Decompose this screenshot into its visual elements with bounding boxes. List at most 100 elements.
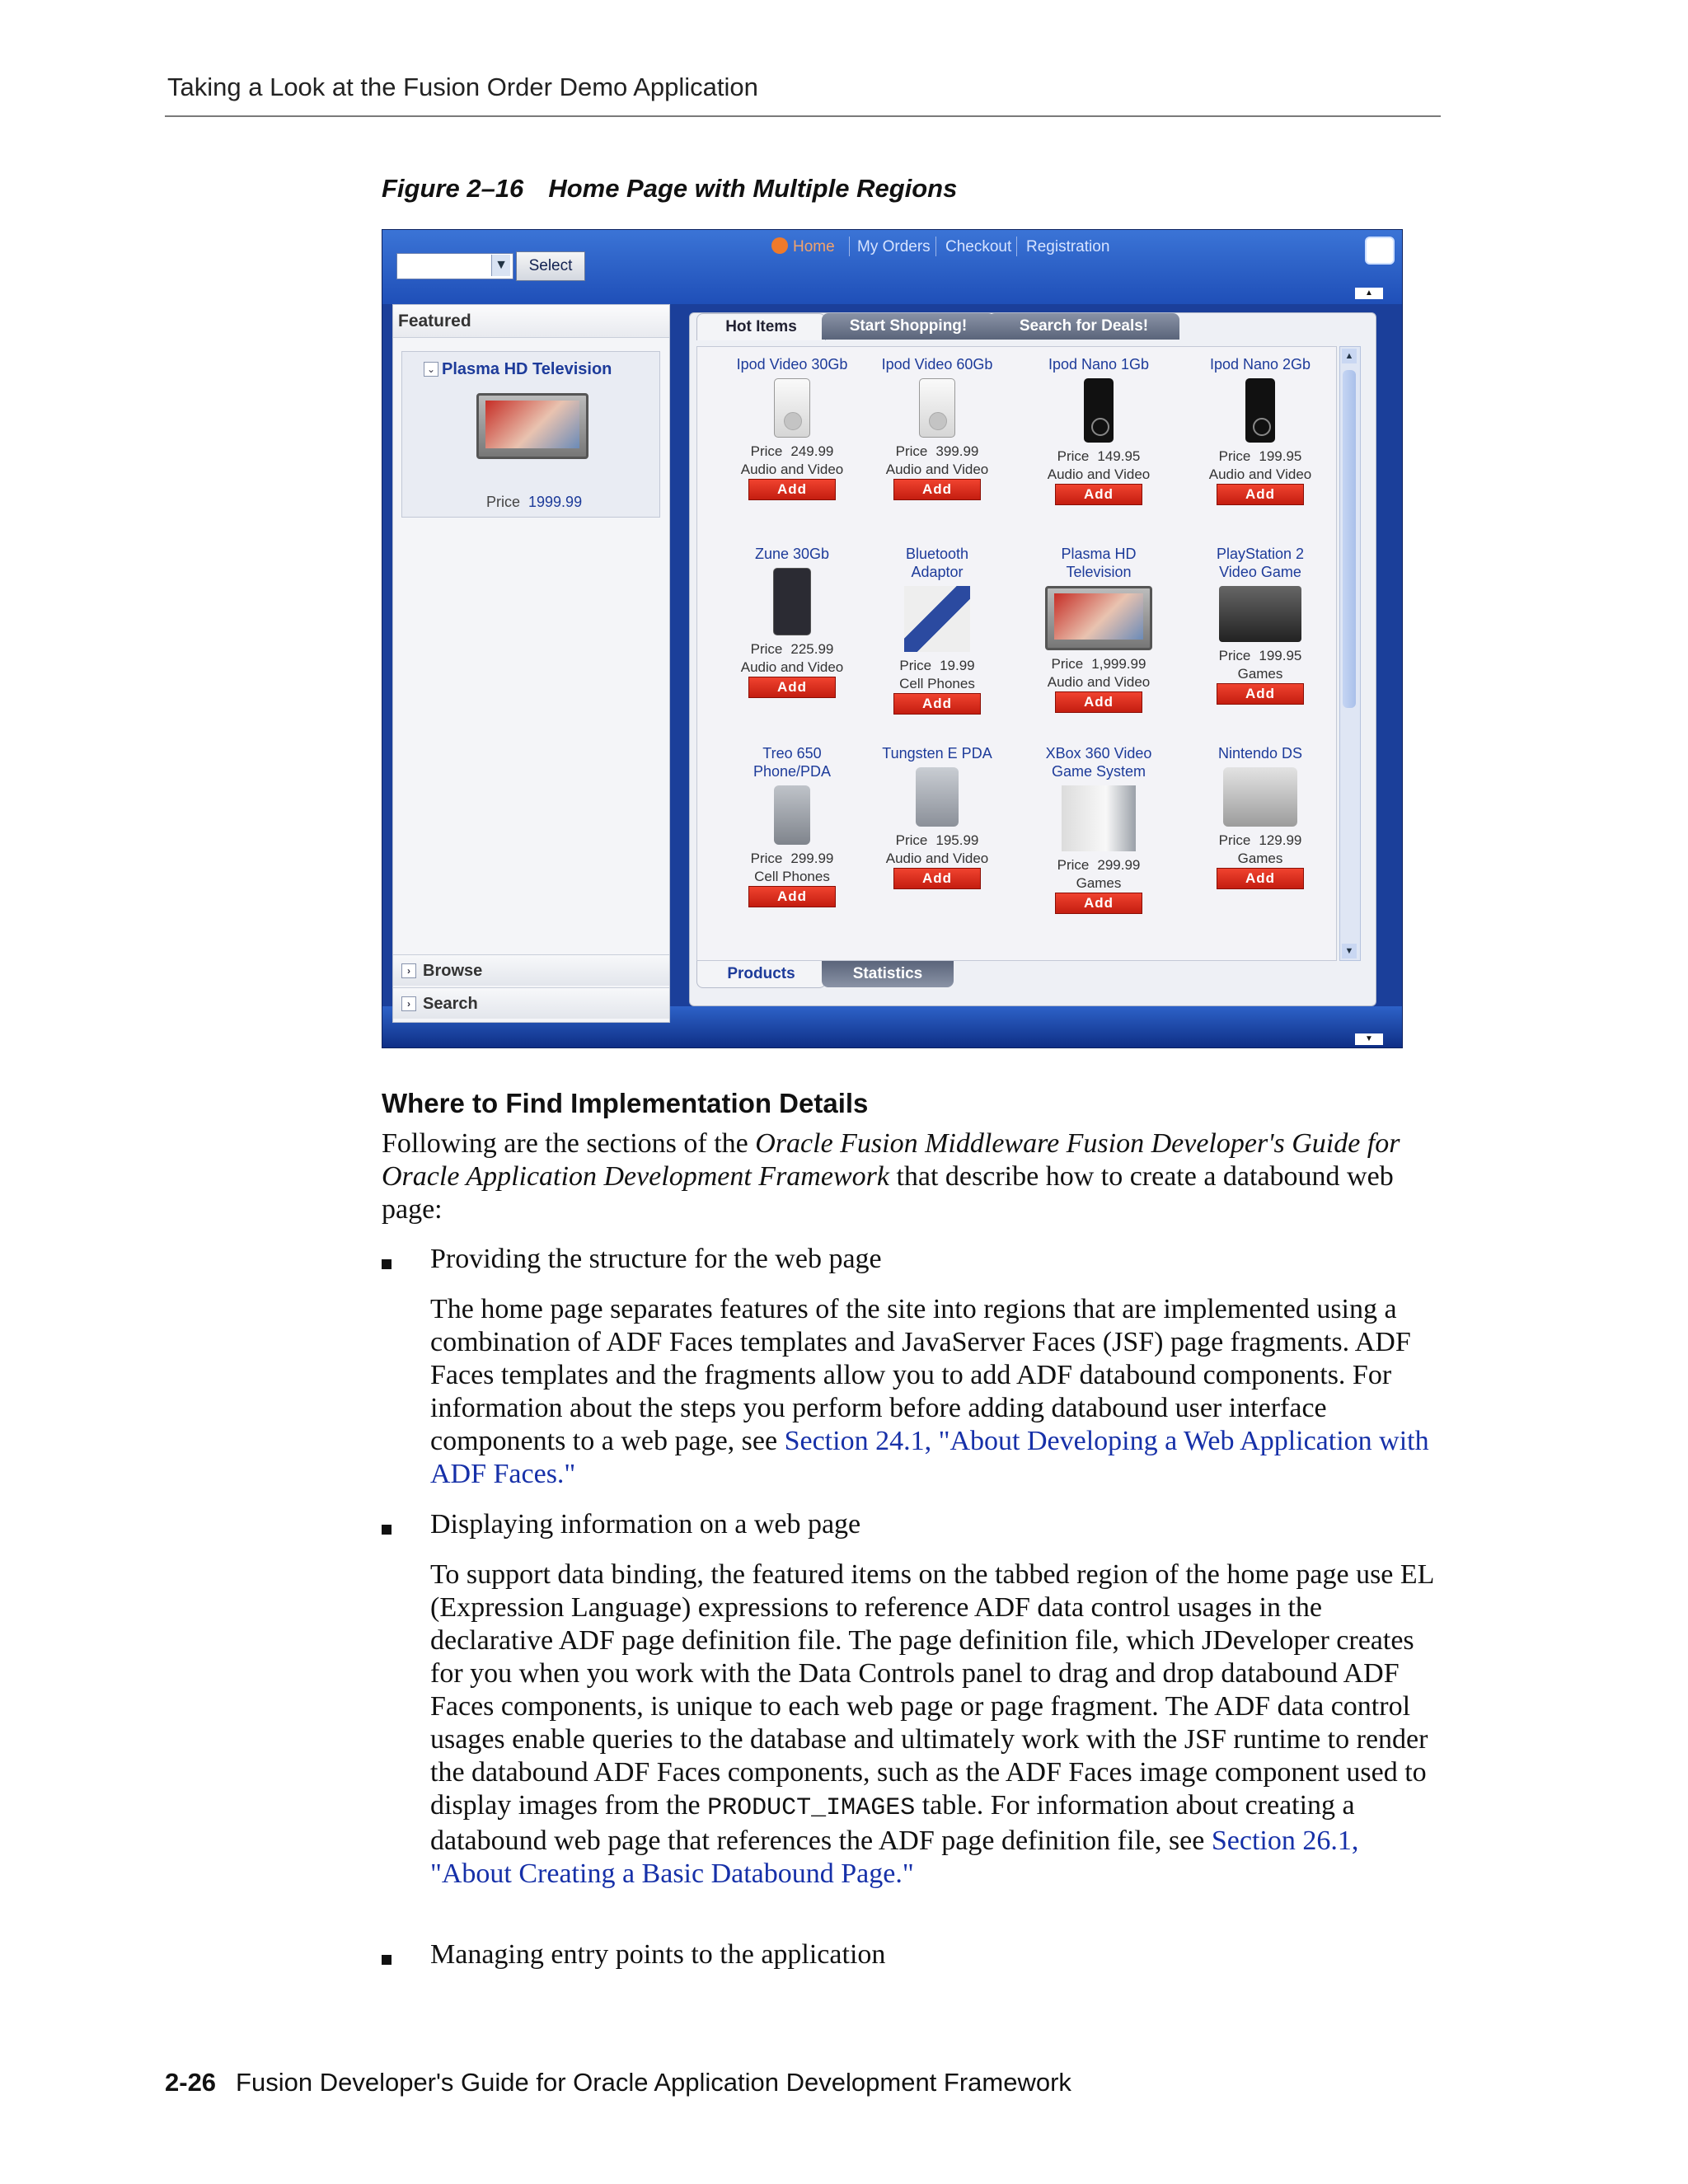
accordion-search[interactable]: › Search [393,987,669,1019]
bluetooth-adaptor-image[interactable] [904,586,970,652]
price-label: Price [750,641,783,657]
nav-my-orders[interactable]: My Orders [857,238,931,255]
vertical-scrollbar[interactable]: ▲ ▼ [1339,346,1361,961]
add-button[interactable]: Add [1217,484,1304,505]
app-screenshot: ▼ Select Home My Orders Checkout Registr… [382,229,1403,1048]
price-label: Price [899,658,932,673]
price-label: Price [1057,857,1090,873]
plasma-tv-image[interactable] [1045,586,1152,650]
product-name[interactable]: Plasma HD [1061,546,1137,562]
link-section-24-1[interactable]: Section 24.1, "About Developing a Web Ap… [430,1426,1429,1489]
product-name[interactable]: Ipod Video 60Gb [881,356,993,373]
tab-statistics[interactable]: Statistics [822,961,954,987]
add-button[interactable]: Add [748,479,836,500]
product-name[interactable]: Nintendo DS [1217,745,1303,762]
price-label: Price [1051,656,1084,672]
product-category: Audio and Video [740,659,844,675]
product-name-line2[interactable]: Video Game [1219,564,1301,580]
add-button[interactable]: Add [1055,893,1142,914]
add-button[interactable]: Add [893,693,981,715]
scroll-up-icon[interactable]: ▲ [1355,288,1383,299]
tab-hot-items[interactable]: Hot Items [696,313,826,340]
price-value: 149.95 [1097,448,1141,464]
featured-panel-title: Featured [393,305,669,338]
scroll-down-icon[interactable]: ▼ [1355,1033,1383,1045]
add-button[interactable]: Add [893,479,981,500]
bullet-1-text: The home page separates features of the … [430,1294,1411,1456]
treo-image[interactable] [774,785,810,845]
tab-start-shopping[interactable]: Start Shopping! [822,313,995,340]
bullet-2-text: To support data binding, the featured it… [430,1559,1434,1821]
featured-item-price: Price 1999.99 [486,494,582,511]
link-section-26-1[interactable]: Section 26.1, "About Creating a Basic Da… [430,1825,1359,1889]
price-value: 1999.99 [528,494,583,510]
add-button[interactable]: Add [1055,484,1142,505]
add-button[interactable]: Add [1217,868,1304,889]
accordion-browse[interactable]: › Browse [393,954,669,986]
scroll-up-icon[interactable]: ▲ [1342,349,1357,363]
product-name[interactable]: Ipod Nano 1Gb [1048,356,1150,373]
ipod-classic-image[interactable] [919,378,955,438]
bullet-2-text-end: table. For information about creating a … [430,1790,1355,1856]
product-name[interactable]: Ipod Video 30Gb [736,356,848,373]
ipod-nano-image[interactable] [1084,378,1114,443]
plasma-tv-image[interactable] [476,393,588,459]
home-icon[interactable] [771,237,788,254]
product-name[interactable]: Bluetooth [905,546,969,562]
price-label: Price [895,832,928,848]
product-name-line2[interactable]: Game System [1051,763,1146,780]
add-button[interactable]: Add [1055,691,1142,713]
add-button[interactable]: Add [748,677,836,698]
xbox-image[interactable] [1062,785,1136,851]
nav-separator [849,237,850,256]
product-category: Audio and Video [1047,674,1151,690]
add-button[interactable]: Add [893,868,981,889]
product-category: Games [1237,666,1283,682]
ipod-nano-image[interactable] [1245,378,1275,443]
playstation-image[interactable] [1219,586,1301,642]
price-label: Price [750,851,783,866]
price-value: 19.99 [940,658,975,673]
price-value: 199.95 [1259,648,1302,663]
zune-image[interactable] [773,568,811,635]
product-name-line2[interactable]: Adaptor [911,564,964,580]
tab-search-for-deals[interactable]: Search for Deals! [988,313,1179,340]
scrollbar-thumb[interactable] [1343,370,1356,708]
nintendo-ds-image[interactable] [1223,767,1297,827]
chevron-down-icon[interactable]: ⌄ [424,362,438,377]
chevron-down-icon[interactable]: ▼ [491,255,510,276]
nav-home[interactable]: Home [793,238,835,255]
pda-image[interactable] [916,767,959,827]
product-name[interactable]: PlayStation 2 [1216,546,1305,562]
accordion-browse-label: Browse [423,962,483,980]
product-images-code: PRODUCT_IMAGES [707,1794,916,1822]
ipod-classic-image[interactable] [774,378,810,438]
product-name[interactable]: XBox 360 Video [1045,745,1152,762]
add-button[interactable]: Add [1217,683,1304,705]
nav-checkout[interactable]: Checkout [945,238,1012,255]
scroll-down-icon[interactable]: ▼ [1342,944,1357,958]
add-button[interactable]: Add [748,886,836,907]
product-name[interactable]: Ipod Nano 2Gb [1209,356,1311,373]
figure-title: Home Page with Multiple Regions [548,174,958,203]
bullet-1: Providing the structure for the web page [430,1244,882,1274]
product-name-line2[interactable]: Phone/PDA [753,763,832,780]
product-name[interactable]: Treo 650 [762,745,822,762]
price-value: 249.99 [790,443,834,459]
product-name-line2[interactable]: Television [1066,564,1132,580]
featured-item-title[interactable]: Plasma HD Television [442,360,612,378]
tab-products[interactable]: Products [696,961,826,988]
select-button[interactable]: Select [516,251,585,281]
accordion-search-label: Search [423,995,478,1013]
product-category: Audio and Video [740,462,844,477]
nav-registration[interactable]: Registration [1026,238,1110,255]
product-name[interactable]: Zune 30Gb [754,546,830,562]
product-name[interactable]: Tungsten E PDA [882,745,992,762]
price-label: Price [486,494,521,510]
